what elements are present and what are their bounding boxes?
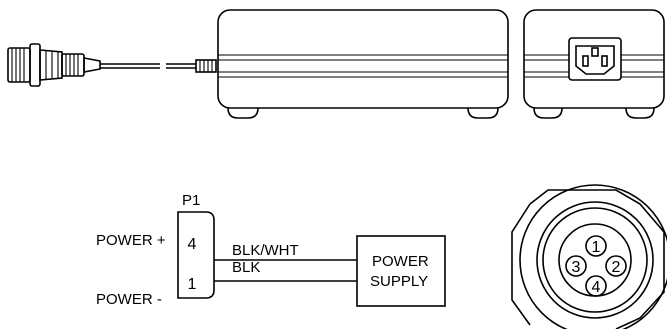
power-supply-label-line2: SUPPLY — [370, 273, 428, 290]
svg-text:4: 4 — [592, 279, 601, 296]
power-supply-end-view — [523, 9, 665, 119]
pin-signal-label: POWER + — [96, 232, 166, 249]
pin-number: 1 — [188, 276, 197, 293]
face-pin-3: 3 — [565, 255, 587, 277]
wiring-schematic: P1 POWER + 4 BLK/WHT POWER - 1 BLK POWER… — [96, 192, 446, 308]
pin-number: 4 — [188, 236, 197, 253]
svg-text:3: 3 — [572, 259, 581, 276]
circular-connector-side-view — [7, 43, 217, 87]
p1-connector-body — [177, 211, 215, 299]
connector-label: P1 — [182, 192, 200, 209]
face-pin-1: 1 — [585, 235, 607, 257]
power-supply-side-view — [217, 9, 509, 119]
pin-signal-label: POWER - — [96, 291, 162, 308]
face-pin-4: 4 — [585, 275, 607, 297]
svg-text:2: 2 — [612, 259, 621, 276]
svg-text:1: 1 — [592, 239, 601, 256]
wire-label: BLK/WHT — [232, 242, 299, 259]
power-supply-box — [356, 235, 446, 307]
iec-inlet-icon — [568, 37, 622, 81]
wire-label: BLK — [232, 259, 260, 276]
power-supply-label-line1: POWER — [372, 253, 429, 270]
face-pin-2: 2 — [605, 255, 627, 277]
connector-face-view: 1 2 3 4 — [511, 184, 667, 329]
